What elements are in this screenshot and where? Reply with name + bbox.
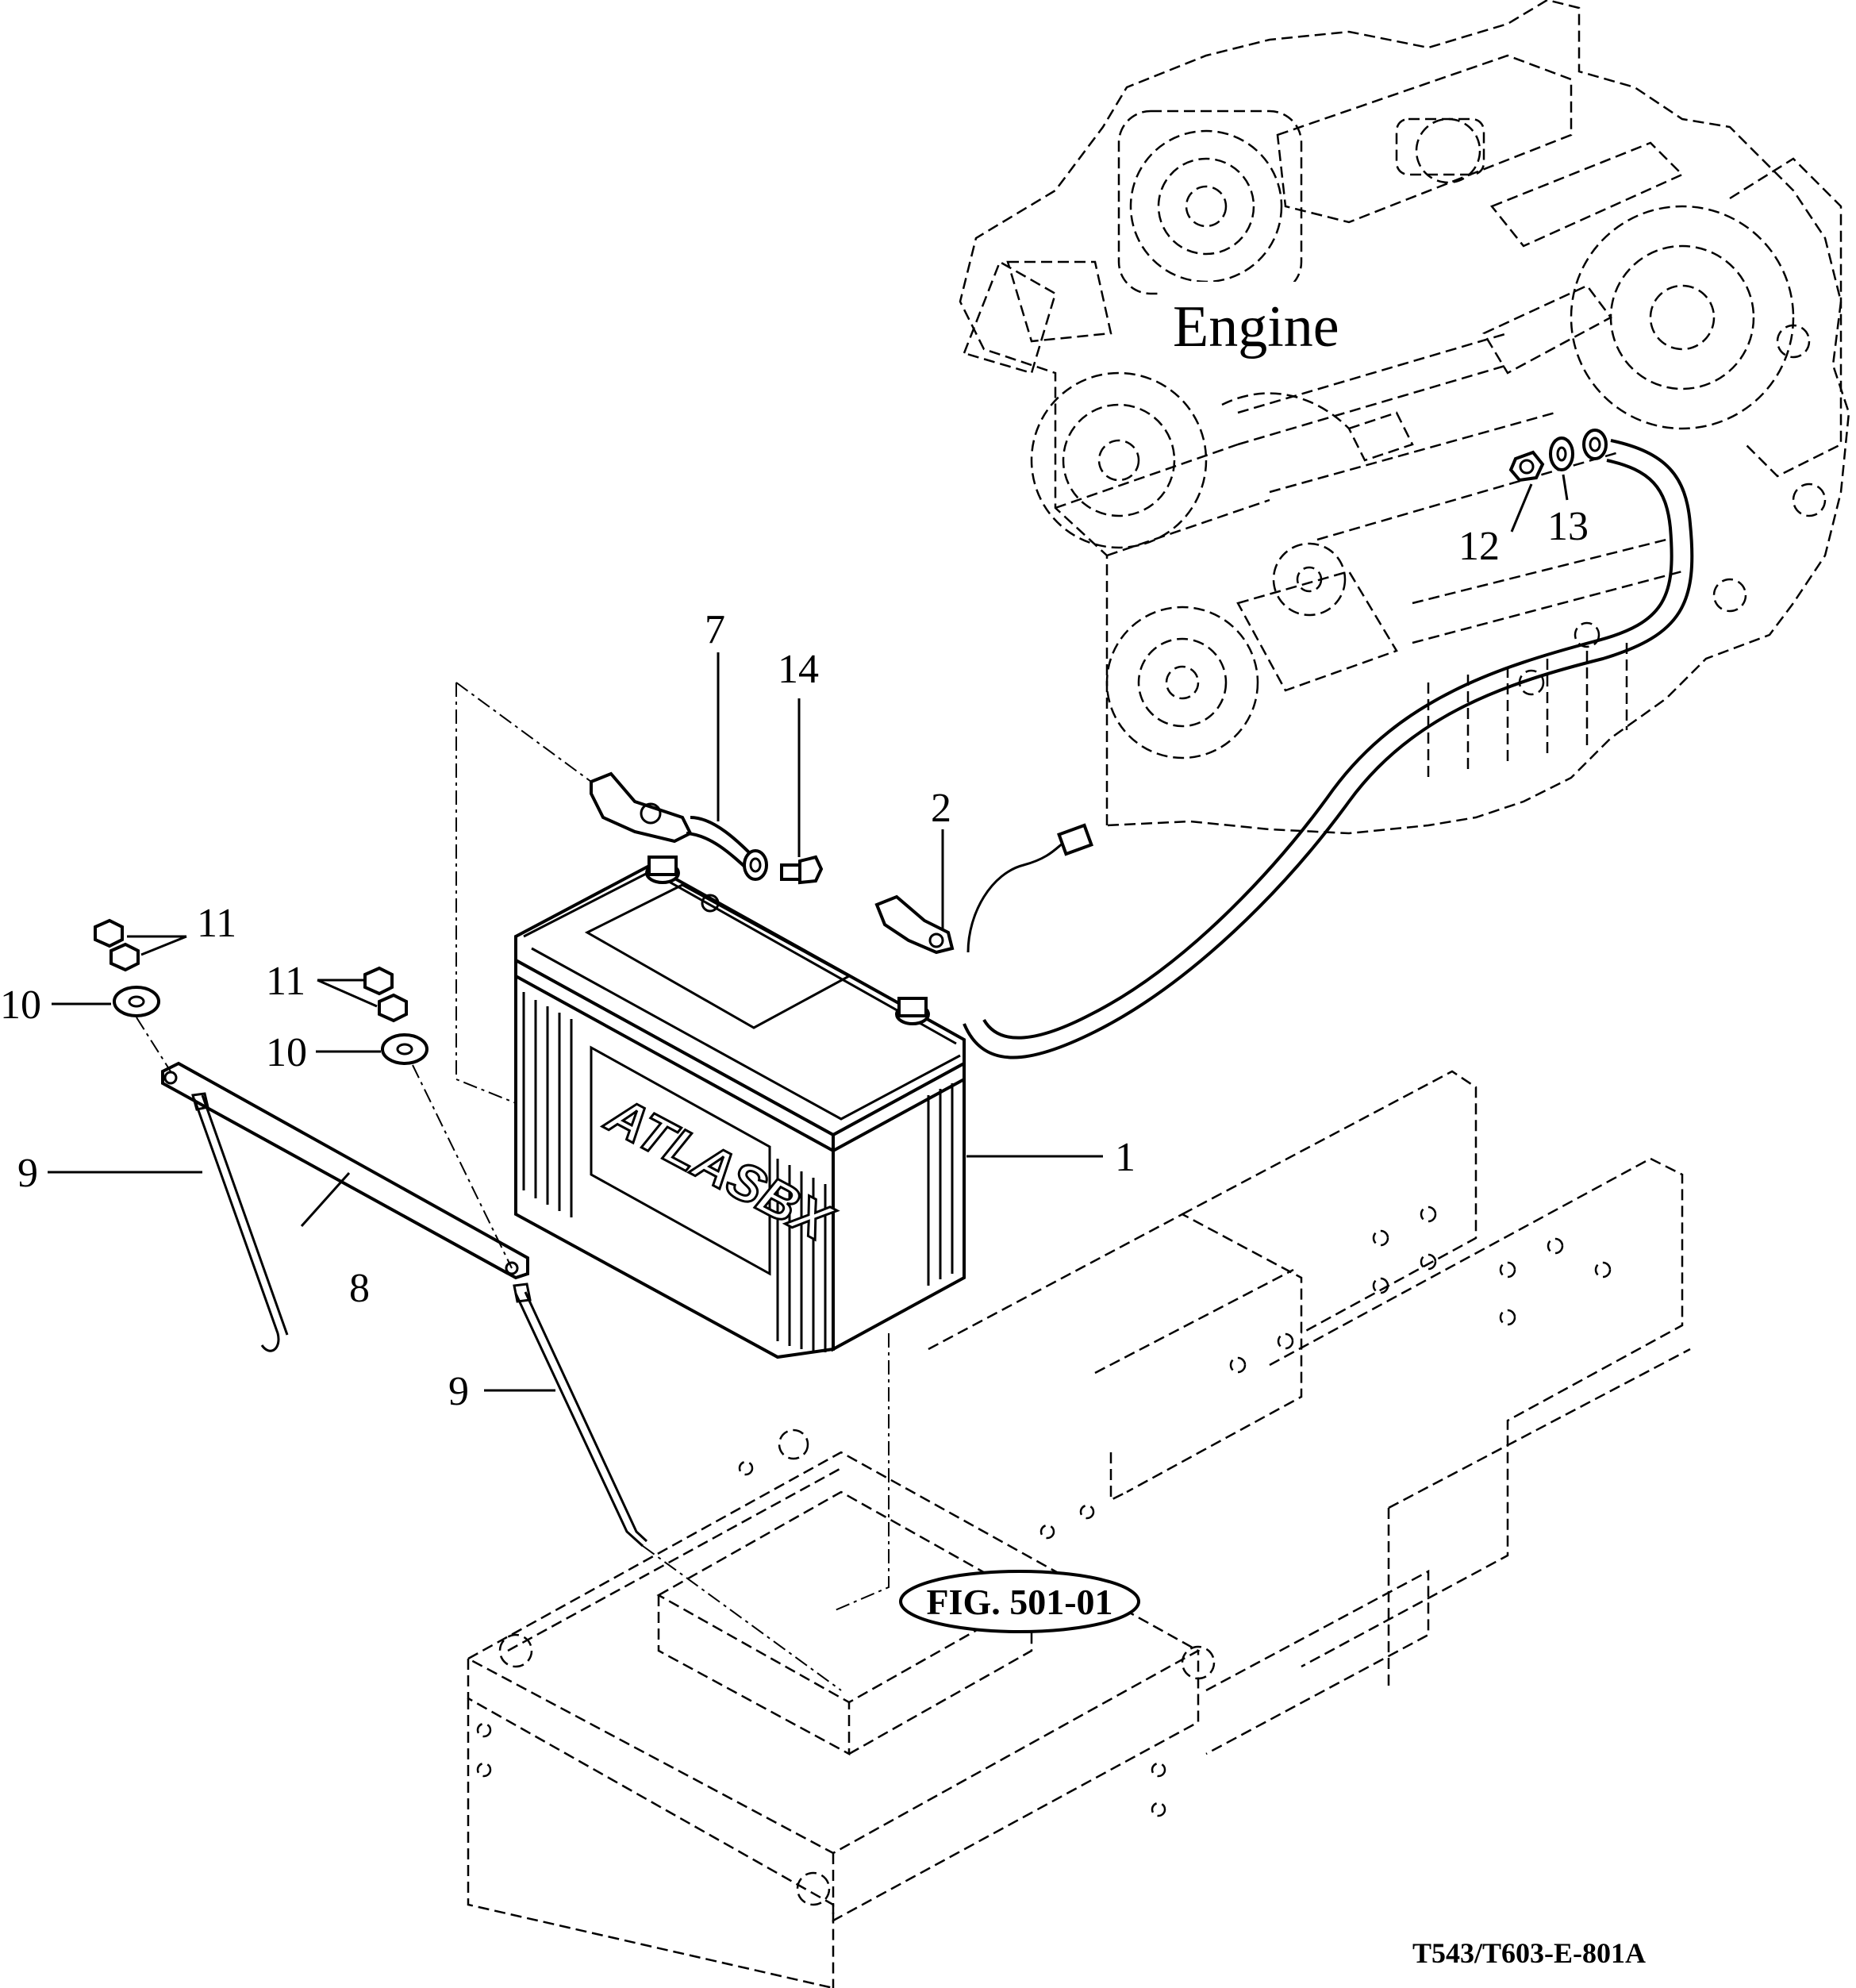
cable-2 xyxy=(874,823,1093,955)
chassis-frame xyxy=(466,1070,1691,1988)
rod-9-left xyxy=(191,1092,289,1352)
callout-13: 13 xyxy=(1547,504,1589,549)
callout-12: 12 xyxy=(1458,524,1500,569)
washer-10-left xyxy=(113,986,160,1017)
bolt-14 xyxy=(780,855,824,885)
callout-leaders xyxy=(48,474,1569,1392)
nuts-11-left xyxy=(94,918,140,972)
bracket-8 xyxy=(161,1061,529,1280)
callout-9-mid: 9 xyxy=(448,1369,469,1414)
nut-12 xyxy=(1508,450,1545,483)
callout-7: 7 xyxy=(705,607,725,652)
cable-7 xyxy=(590,771,768,881)
rod-9-mid xyxy=(513,1282,648,1548)
washer-13 xyxy=(1549,436,1574,471)
engine-outline xyxy=(959,0,1850,835)
callout-10-left: 10 xyxy=(0,982,41,1028)
callout-9-left: 9 xyxy=(17,1151,38,1196)
drawing-number: T543/T603-E-801A xyxy=(1412,1937,1646,1969)
callout-11-mid: 11 xyxy=(266,959,305,1004)
callout-11-left: 11 xyxy=(197,901,236,946)
washer-10-mid xyxy=(381,1033,428,1065)
callout-10-mid: 10 xyxy=(266,1030,307,1075)
battery xyxy=(514,856,966,1359)
ground-cable xyxy=(963,429,1694,1059)
nuts-11-mid xyxy=(363,966,408,1023)
callout-2: 2 xyxy=(931,786,951,831)
engine-label: Engine xyxy=(1173,294,1339,360)
figure-reference: FIG. 501-01 xyxy=(899,1570,1140,1633)
callout-14: 14 xyxy=(778,647,819,692)
figure-reference-label: FIG. 501-01 xyxy=(926,1582,1112,1622)
callout-8: 8 xyxy=(349,1266,370,1311)
callout-1: 1 xyxy=(1115,1135,1136,1180)
